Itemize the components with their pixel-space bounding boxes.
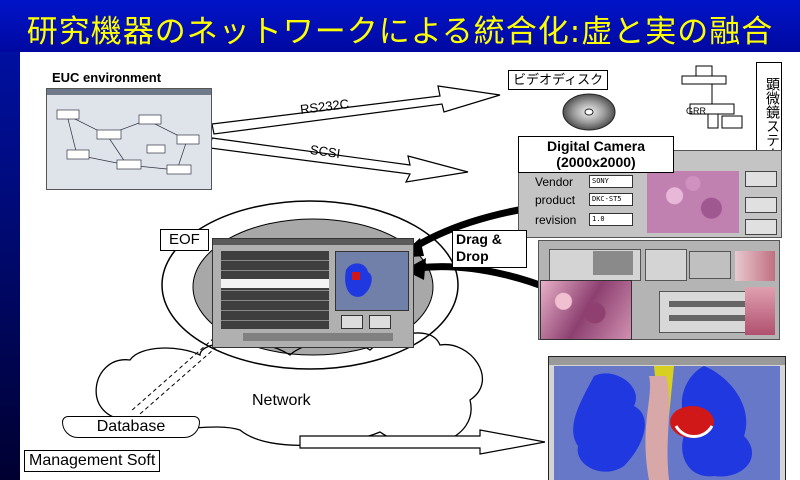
revision-label: revision (535, 213, 577, 227)
euc-environment-label: EUC environment (52, 70, 162, 85)
eof-label: EOF (160, 229, 209, 251)
vendor-label: Vendor (535, 175, 574, 189)
dbms-label: Management Soft (24, 450, 161, 472)
videodisk-label: ビデオディスク (508, 70, 609, 90)
volume-render (554, 366, 780, 480)
lens-db-link (129, 337, 215, 413)
scsi-arrow (209, 137, 469, 183)
camera-button-1[interactable] (745, 171, 777, 187)
vendor-field[interactable]: SONY (589, 175, 633, 188)
rs232c-arrow (211, 85, 501, 135)
revision-field[interactable]: 1.0 (589, 213, 633, 226)
eof-button-2[interactable] (369, 315, 391, 329)
svg-text:GRR: GRR (686, 106, 707, 116)
product-label: product (535, 193, 576, 207)
volume-window (548, 356, 786, 480)
eof-window (212, 238, 414, 348)
title-bar (0, 0, 800, 52)
camera-label: Digital Camera (2000x2000) (518, 136, 674, 173)
eof-preview-volume (345, 263, 372, 297)
left-decor-strip (0, 52, 20, 480)
camera-label-line1: Digital Camera (546, 138, 646, 154)
eof-status-bar (243, 333, 393, 341)
tissue-image (540, 280, 632, 340)
camera-label-line2: (2000x2000) (556, 154, 636, 170)
eof-file-list[interactable] (221, 251, 329, 329)
euc-window (46, 88, 212, 190)
drag-drop-line1: Drag & (456, 231, 502, 247)
drag-drop-line2: Drop (456, 248, 489, 264)
euc-graph (56, 109, 200, 175)
network-3d-arrow (299, 429, 546, 455)
microscope-icon: GRR (681, 65, 743, 129)
product-field[interactable]: DKC-ST5 (589, 193, 633, 206)
slide-title: 研究機器のネットワークによる統合化:虚と実の融合 (26, 14, 774, 50)
eof-selected-row[interactable] (221, 279, 329, 288)
database-label: Database (62, 416, 200, 438)
eof-preview (335, 251, 409, 311)
drag-drop-label: Drag & Drop (452, 230, 527, 268)
eof-button-1[interactable] (341, 315, 363, 329)
camera-button-2[interactable] (745, 197, 777, 213)
disc-icon (562, 93, 616, 131)
network-label: Network (252, 392, 311, 409)
camera-button-3[interactable] (745, 219, 777, 235)
camera-preview-image (647, 171, 739, 233)
